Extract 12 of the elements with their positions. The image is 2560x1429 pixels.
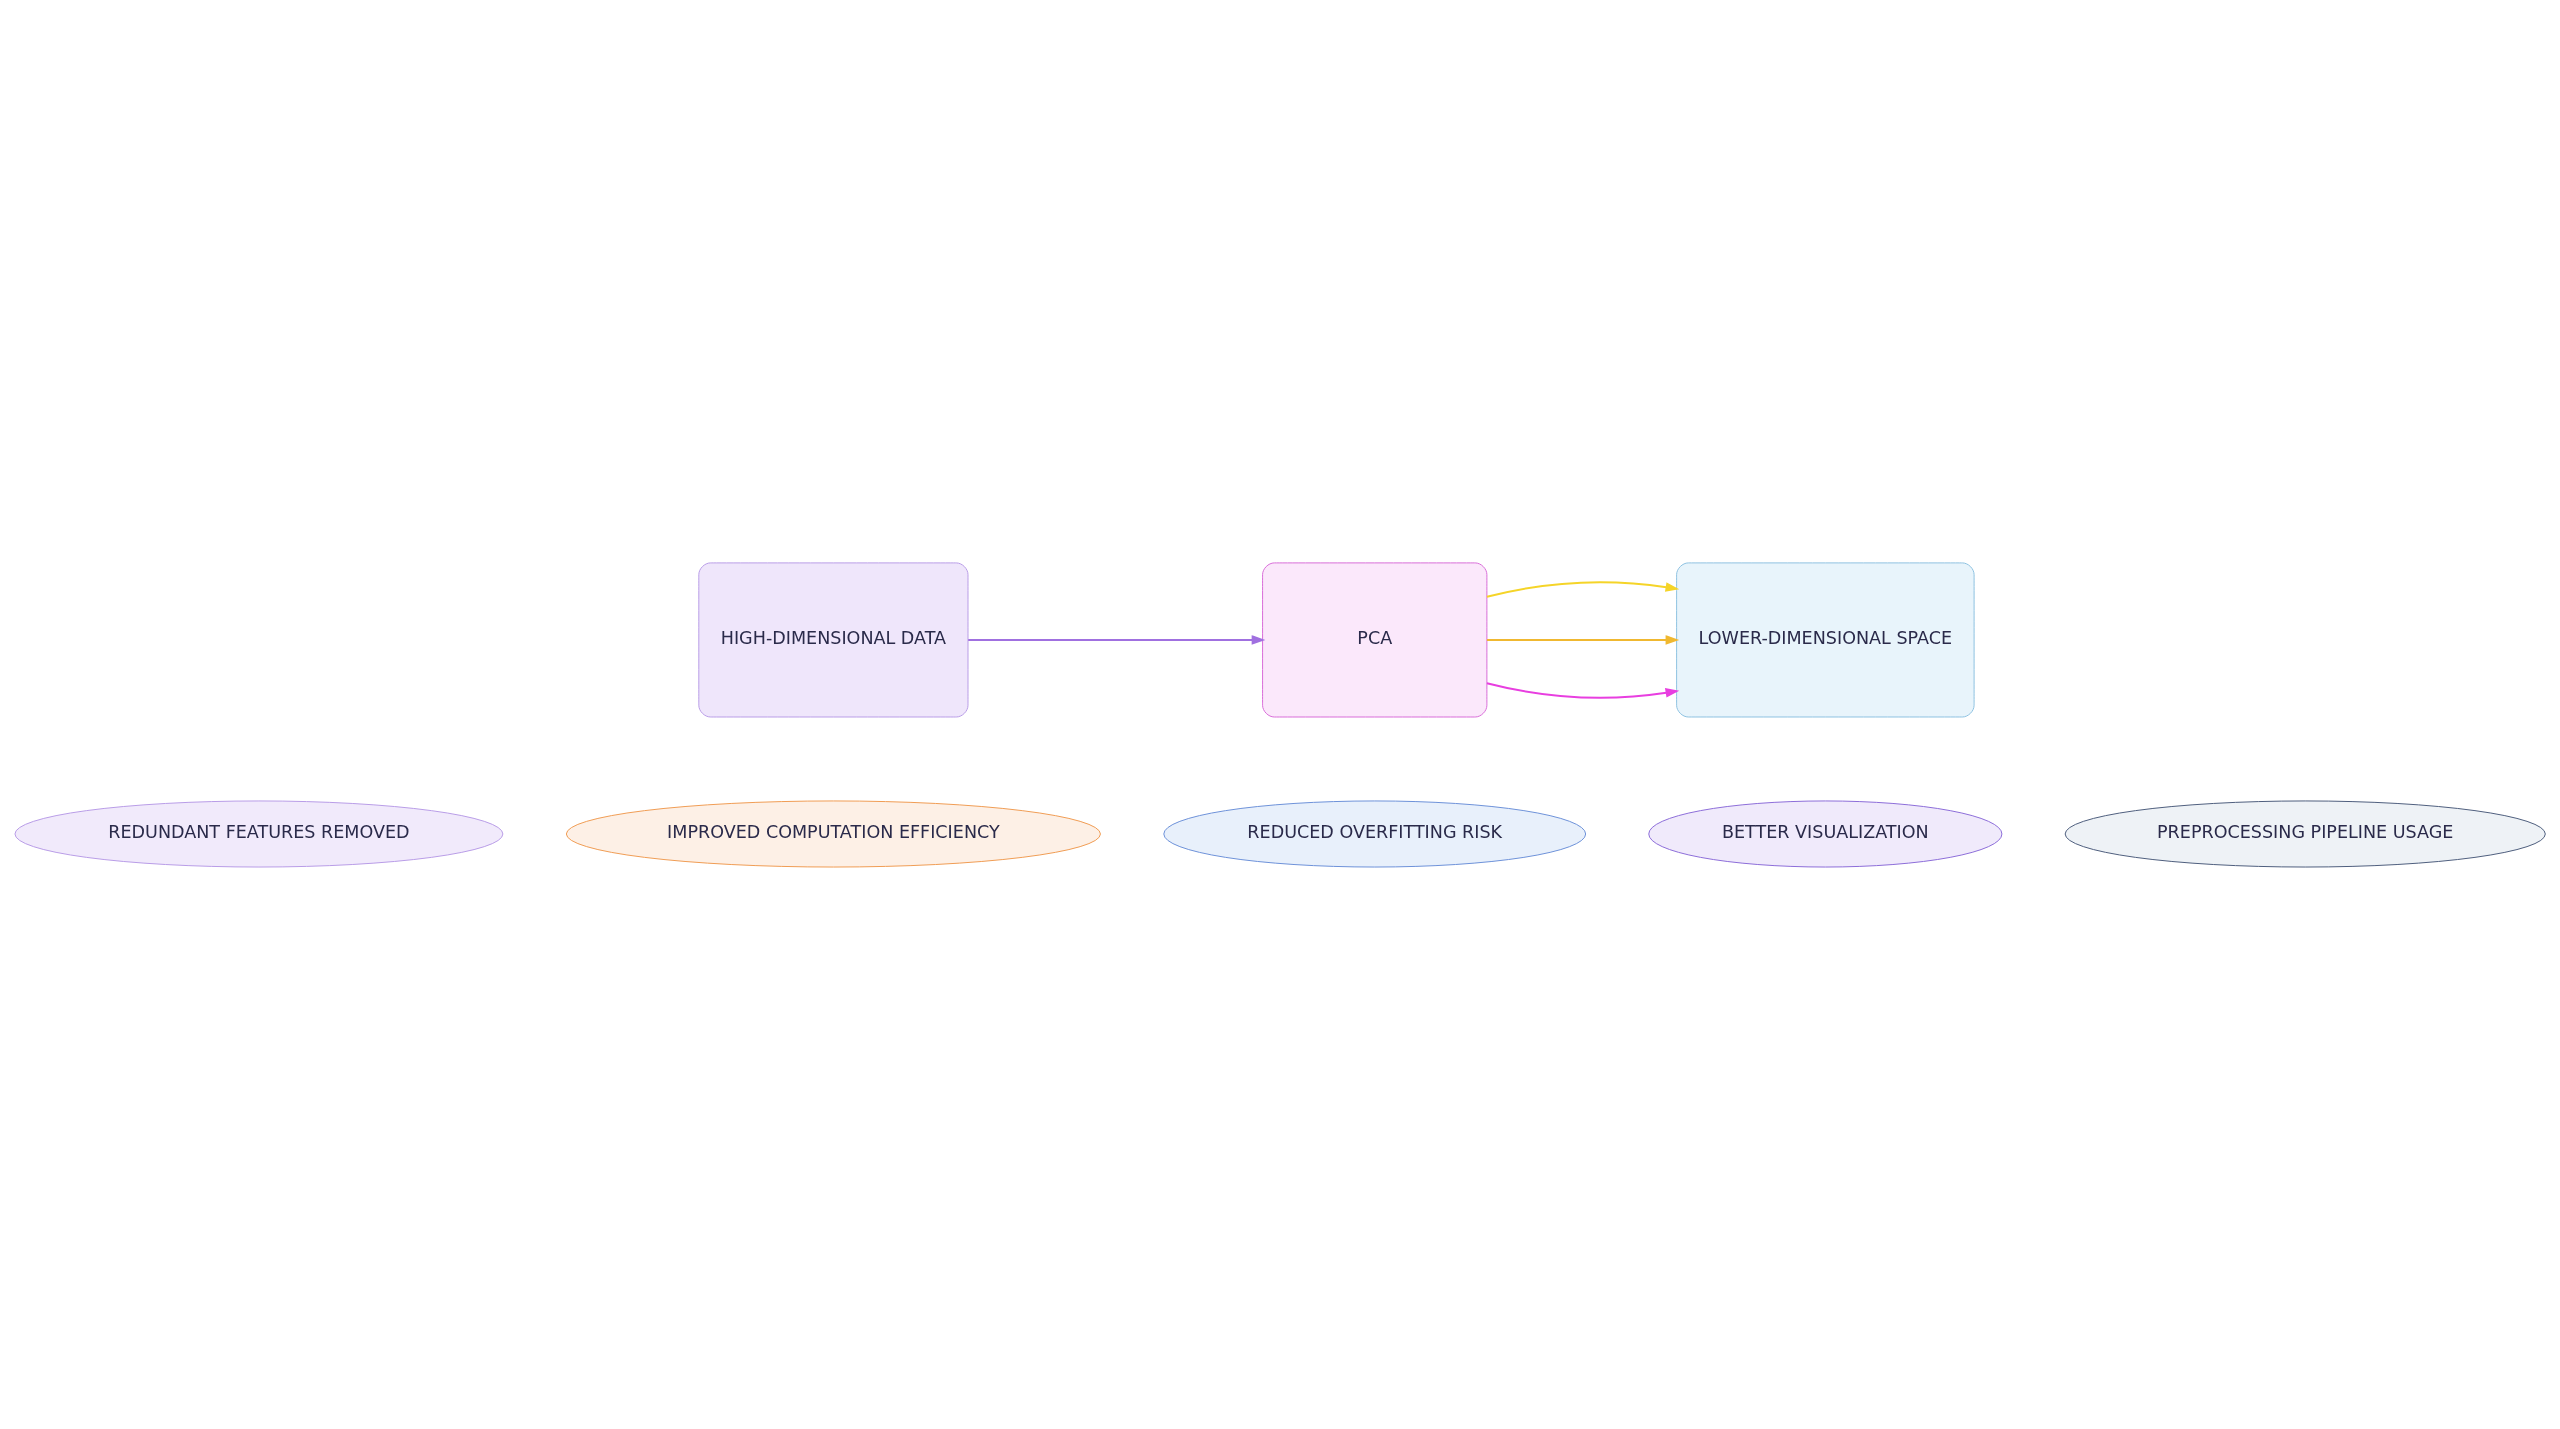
node-ellipse: REDUNDANT FEATURES REMOVED — [14, 799, 504, 868]
node-box: LOWER-DIMENSIONAL SPACE — [1676, 561, 1975, 717]
arrow — [1485, 681, 1680, 699]
node-box: PCA — [1262, 561, 1488, 717]
node-ellipse: IMPROVED COMPUTATION EFFICIENCY — [565, 799, 1101, 868]
arrow — [1485, 634, 1680, 645]
arrow — [1485, 580, 1680, 598]
node-ellipse: BETTER VISUALIZATION — [1648, 799, 2003, 868]
node-box: HIGH-DIMENSIONAL DATA — [698, 561, 969, 717]
node-ellipse: PREPROCESSING PIPELINE USAGE — [2064, 799, 2546, 868]
node-ellipse: REDUCED OVERFITTING RISK — [1163, 799, 1587, 868]
arrow — [967, 634, 1266, 645]
